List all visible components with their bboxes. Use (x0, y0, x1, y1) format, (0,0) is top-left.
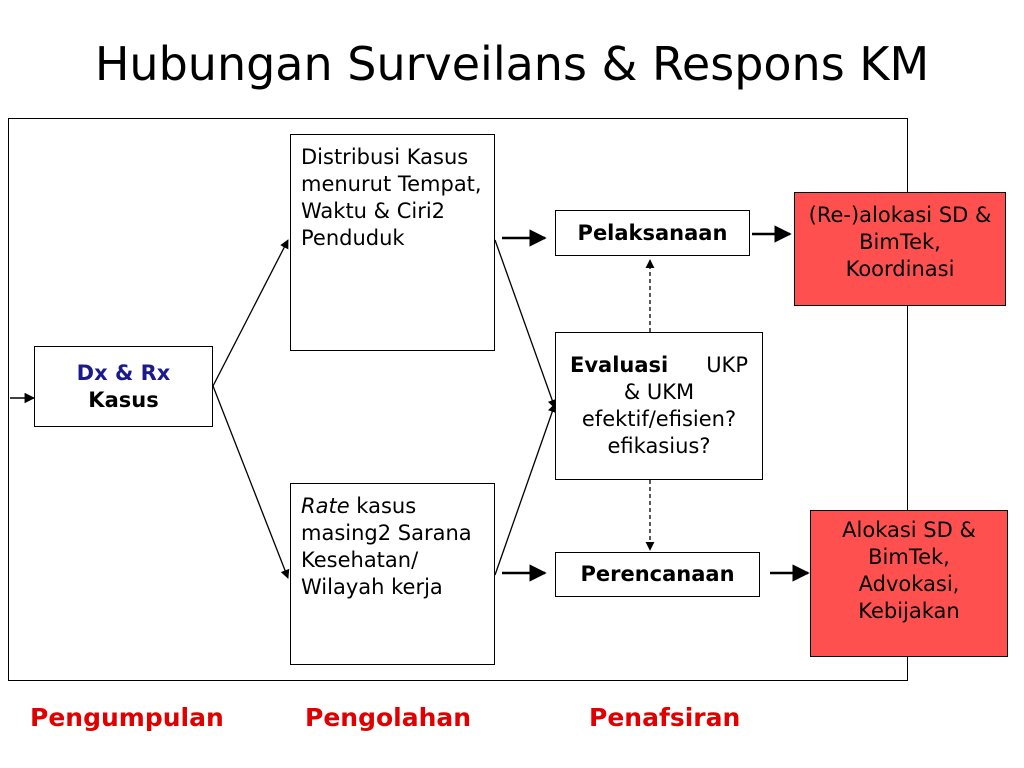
dxrx-kasus-box: Dx & Rx Kasus (34, 346, 213, 427)
arrow-dx-to-distribusi (212, 239, 289, 387)
alokasi-text: Alokasi SD & BimTek, Advokasi, Kebijakan (842, 518, 976, 623)
arrow-dx-to-rate (212, 385, 290, 579)
realokasi-text: (Re-)alokasi SD & BimTek, Koordinasi (808, 203, 992, 281)
rate-italic: Rate (301, 494, 350, 518)
pelaksanaan-box: Pelaksanaan (555, 210, 750, 256)
evaluasi-rest: & UKM efektif/efisien? efikasius? (581, 380, 737, 458)
footer-pengolahan: Pengolahan (305, 703, 472, 732)
evaluasi-box: Evaluasi UKP & UKM efektif/efisien? efik… (555, 332, 763, 480)
distribusi-text: Distribusi Kasus menurut Tempat, Waktu &… (301, 145, 482, 250)
realokasi-box: (Re-)alokasi SD & BimTek, Koordinasi (794, 192, 1006, 306)
arrow-rate-to-evaluasi (494, 403, 557, 576)
page-title: Hubungan Surveilans & Respons KM (94, 37, 930, 91)
perencanaan-box: Perencanaan (555, 552, 760, 597)
evaluasi-ukp: UKP (706, 353, 748, 377)
dxrx-label: Dx & Rx (76, 360, 171, 385)
alokasi-box: Alokasi SD & BimTek, Advokasi, Kebijakan (810, 510, 1008, 657)
distribusi-box: Distribusi Kasus menurut Tempat, Waktu &… (290, 134, 495, 351)
footer-pengumpulan: Pengumpulan (30, 703, 224, 732)
footer-penafsiran: Penafsiran (589, 703, 741, 732)
arrow-distribusi-to-evaluasi (494, 239, 557, 409)
evaluasi-bold: Evaluasi (570, 353, 669, 377)
diagram-frame (8, 118, 908, 681)
pelaksanaan-label: Pelaksanaan (577, 220, 728, 245)
rate-text: kasus masing2 Sarana Kesehatan/ Wilayah … (301, 494, 472, 599)
perencanaan-label: Perencanaan (580, 562, 735, 586)
kasus-label: Kasus (88, 387, 159, 412)
rate-box: Rate kasus masing2 Sarana Kesehatan/ Wil… (290, 483, 495, 665)
